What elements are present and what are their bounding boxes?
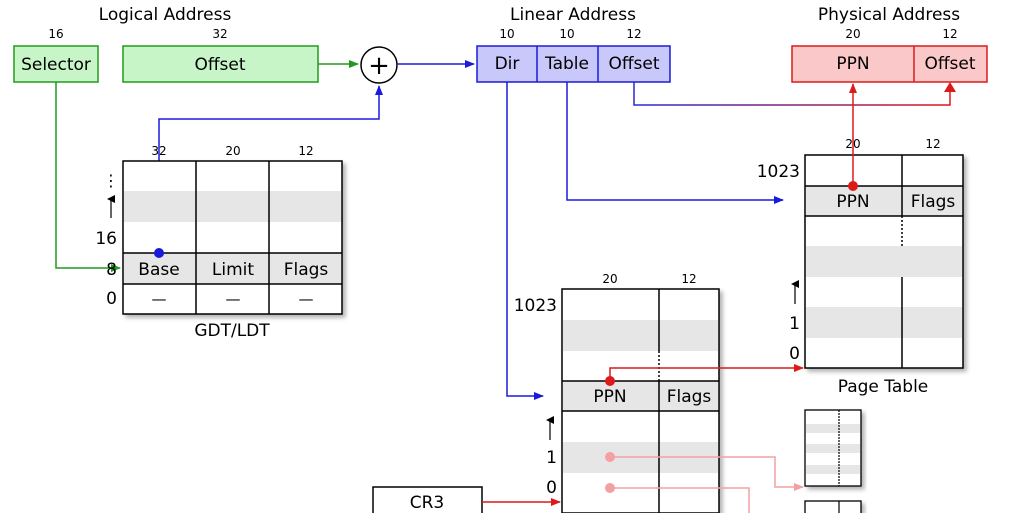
cr3-label: CR3 <box>410 493 445 513</box>
gdt-bits-limit: 20 <box>225 144 240 158</box>
cr3-register <box>372 486 483 513</box>
gdt-row-16: 16 <box>95 229 117 249</box>
gdt-null-flags: — <box>299 290 314 308</box>
logical-address-title: Logical Address <box>99 5 232 25</box>
logical-offset-box <box>122 45 319 83</box>
linear-address-box <box>476 45 671 83</box>
page-dir-ppn-dot <box>605 376 615 386</box>
gdt-field-limit: Limit <box>212 260 254 280</box>
gdt-null-limit: — <box>226 290 241 308</box>
physical-address-title: Physical Address <box>818 5 960 25</box>
linear-table-bits: 10 <box>559 27 574 41</box>
gdt-null-base: — <box>152 290 167 308</box>
gdt-row-8: 8 <box>106 260 117 280</box>
offset-to-physical-arrow <box>633 82 951 106</box>
small-page-table-2 <box>804 500 862 513</box>
gdt-field-flags: Flags <box>284 260 329 280</box>
linear-offset-label: Offset <box>608 54 659 74</box>
page-table-caption: Page Table <box>838 377 929 397</box>
selector-bits: 16 <box>48 27 63 41</box>
page-dir-entry-row <box>563 381 718 411</box>
logical-offset-bits: 32 <box>212 27 227 41</box>
gdt-stripe <box>124 191 341 222</box>
physical-offset-label: Offset <box>924 54 975 74</box>
page-dir-row-0: 0 <box>546 478 557 498</box>
page-table-row-1: 1 <box>789 314 800 334</box>
pde0-faded-line <box>610 487 750 513</box>
linear-offset-bits: 12 <box>626 27 641 41</box>
page-table-ppn-dot <box>848 181 858 191</box>
pde1-faded-arrow <box>610 456 804 491</box>
page-dir-bits-ppn: 20 <box>602 272 617 286</box>
linear-dir-label: Dir <box>495 54 520 74</box>
page-dir-stripe-1 <box>563 320 718 351</box>
linear-dir-bits: 10 <box>499 27 514 41</box>
logical-offset-label: Offset <box>194 55 245 75</box>
table-to-pagetable-arrow <box>566 82 784 204</box>
gdt-bits-base: 32 <box>151 144 166 158</box>
page-dir-bits-flags: 12 <box>681 272 696 286</box>
dir-to-pagedir-arrow <box>506 82 544 400</box>
gdt-bits-flags: 12 <box>298 144 313 158</box>
page-dir-entry0-dot <box>605 483 615 493</box>
physical-offset-bits: 12 <box>942 27 957 41</box>
adder-circle <box>360 46 398 84</box>
page-table-entry-row <box>806 186 962 216</box>
page-table-row-1023: 1023 <box>757 162 800 182</box>
gdt-base-dot <box>154 248 164 258</box>
page-table-field-flags: Flags <box>911 192 956 212</box>
physical-ppn-label: PPN <box>836 54 869 74</box>
page-table-stripe-1 <box>806 246 962 277</box>
gdt-caption: GDT/LDT <box>194 321 270 341</box>
gdt-table <box>122 160 343 315</box>
page-dir-row-1023: 1023 <box>514 296 557 316</box>
page-table-field-ppn: PPN <box>836 192 869 212</box>
linear-table-label: Table <box>544 54 589 74</box>
page-table-stripe-2 <box>806 307 962 338</box>
linear-address-title: Linear Address <box>510 5 636 25</box>
physical-address-box <box>791 45 988 83</box>
physical-ppn-bits: 20 <box>845 27 860 41</box>
selector-label: Selector <box>21 55 91 75</box>
gdt-row-dots: ⋮ <box>103 171 119 190</box>
gdt-entry-row <box>124 253 341 284</box>
selector-to-gdt-arrow <box>55 82 121 272</box>
adder-symbol: + <box>368 51 390 81</box>
page-table-bits-flags: 12 <box>925 137 940 151</box>
gdt-row-0: 0 <box>106 289 117 309</box>
page-dir-entry1-dot <box>605 452 615 462</box>
selector-box <box>13 45 99 83</box>
page-dir-field-flags: Flags <box>667 387 712 407</box>
page-dir-field-ppn: PPN <box>593 387 626 407</box>
page-table-row-0: 0 <box>789 344 800 364</box>
gdt-field-base: Base <box>138 260 179 280</box>
page-dir-row-1: 1 <box>546 448 557 468</box>
